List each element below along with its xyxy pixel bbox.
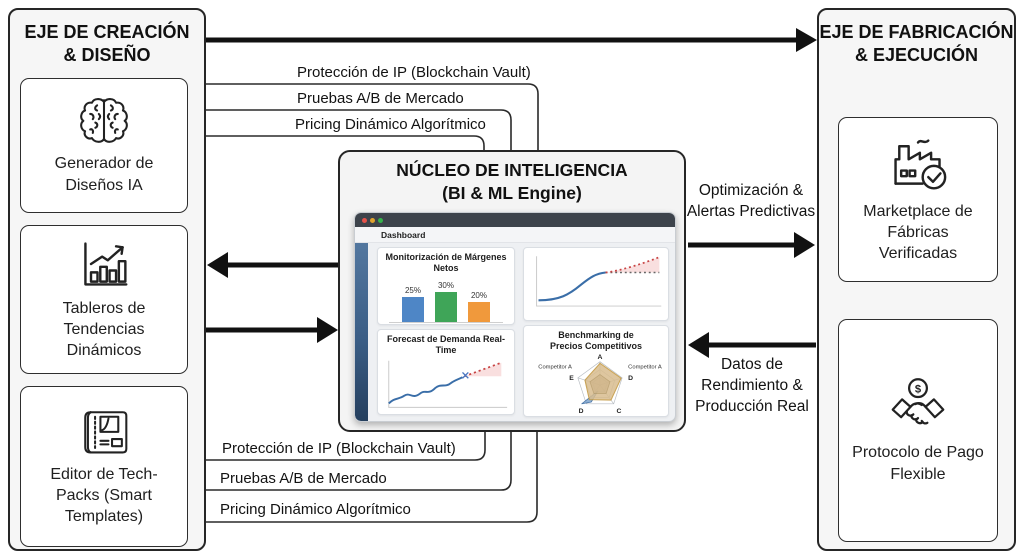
dashboard-tab: Dashboard xyxy=(355,227,675,243)
bottom-connector-label-pricing: Pricing Dinámico Algorítmico xyxy=(220,501,411,518)
node-generador-disenos-ia: Generador de Diseños IA xyxy=(20,78,188,213)
forecast-line-chart xyxy=(388,360,508,408)
trend-chart-icon xyxy=(78,238,130,290)
card-title: Benchmarking de Precios Competitivos xyxy=(549,330,643,351)
arrow-creation-to-fabrication xyxy=(206,28,817,52)
panel-fabricacion-ejecucion: EJE DE FABRICACIÓN & EJECUCIÓN M xyxy=(817,8,1016,551)
nucleo-title: NÚCLEO DE INTELIGENCIA (BI & ML Engine) xyxy=(396,160,628,203)
top-connector-lines xyxy=(206,83,539,150)
radar-competitor-right-label: Competitor A xyxy=(628,364,662,370)
top-connector-label-ab: Pruebas A/B de Mercado xyxy=(297,90,464,107)
card-growth-curve xyxy=(523,247,669,321)
card-forecast-demanda: Forecast de Demanda Real-Time xyxy=(377,329,515,415)
card-benchmarking-precios: Benchmarking de Precios Competitivos A D xyxy=(523,325,669,417)
radar-competitor-left-label: Competitor A xyxy=(538,364,572,370)
node-label: Generador de Diseños IA xyxy=(54,155,154,194)
bottom-connector-label-ip: Protección de IP (Blockchain Vault) xyxy=(222,440,456,457)
radar-axis-a: A xyxy=(598,353,603,360)
minimize-icon xyxy=(370,218,375,223)
growth-line-chart xyxy=(536,256,662,307)
node-label: Editor de Tech-Packs (Smart Templates) xyxy=(50,465,158,526)
node-label: Marketplace de Fábricas Verificadas xyxy=(863,202,973,263)
card-title: Monitorización de Márgenes Netos xyxy=(385,252,507,273)
radar-axis-c: C xyxy=(617,408,622,415)
label-optimizacion-alertas: Optimización & Alertas Predictivas xyxy=(686,182,816,220)
bottom-connector-label-ab: Pruebas A/B de Mercado xyxy=(220,470,387,487)
top-connector-label-ip: Protección de IP (Blockchain Vault) xyxy=(297,64,531,81)
card-title: Forecast de Demanda Real-Time xyxy=(386,334,506,355)
factory-verified-icon xyxy=(886,135,950,193)
arrow-core-to-marketplace xyxy=(688,232,815,258)
margin-bar: 20% xyxy=(468,291,490,322)
margin-bar: 30% xyxy=(435,281,457,322)
node-marketplace-fabricas: Marketplace de Fábricas Verificadas xyxy=(838,117,998,282)
arrow-trends-to-core xyxy=(206,317,338,343)
top-connector-label-pricing: Pricing Dinámico Algorítmico xyxy=(295,116,486,133)
maximize-icon xyxy=(378,218,383,223)
brain-icon xyxy=(75,95,133,145)
radar-axis-d-right: D xyxy=(628,375,633,382)
radar-axis-d-left: D xyxy=(579,408,584,415)
panel-creacion-title: EJE DE CREACIÓN & DISEÑO xyxy=(24,22,190,65)
payment-handshake-icon: $ xyxy=(886,376,950,434)
margin-bar: 25% xyxy=(402,286,424,322)
dollar-sign-glyph: $ xyxy=(915,384,922,396)
label-datos-rendimiento: Datos de Rendimiento & Producción Real xyxy=(695,356,809,415)
browser-title-bar xyxy=(355,213,675,227)
tech-pack-blueprint-icon xyxy=(76,406,132,456)
node-tableros-tendencias: Tableros de Tendencias Dinámicos xyxy=(20,225,188,374)
arrow-core-to-trends xyxy=(207,252,338,278)
node-label: Protocolo de Pago Flexible xyxy=(852,444,984,483)
margin-bar-chart: 25% 30% 20% xyxy=(389,275,503,323)
node-protocolo-pago: $ Protocolo de Pago Flexible xyxy=(838,319,998,542)
benchmark-radar-chart: A D C D E Competitor A Competitor A xyxy=(538,353,662,415)
close-icon xyxy=(362,218,367,223)
panel-nucleo-inteligencia: NÚCLEO DE INTELIGENCIA (BI & ML Engine) … xyxy=(338,150,686,432)
card-margenes-netos: Monitorización de Márgenes Netos 25%30%2… xyxy=(377,247,515,325)
node-editor-tech-packs: Editor de Tech-Packs (Smart Templates) xyxy=(20,386,188,547)
bi-dashboard-window: Dashboard Monitorización de Márgenes Net… xyxy=(354,212,676,422)
radar-axis-e: E xyxy=(569,375,574,382)
panel-fabricacion-title: EJE DE FABRICACIÓN & EJECUCIÓN xyxy=(819,22,1014,65)
panel-creacion-diseno: EJE DE CREACIÓN & DISEÑO xyxy=(8,8,206,551)
bottom-connector-lines xyxy=(206,432,538,523)
node-label: Tableros de Tendencias Dinámicos xyxy=(62,299,146,360)
dashboard-sidebar xyxy=(355,243,368,421)
arrow-factory-data-to-core xyxy=(688,332,816,358)
